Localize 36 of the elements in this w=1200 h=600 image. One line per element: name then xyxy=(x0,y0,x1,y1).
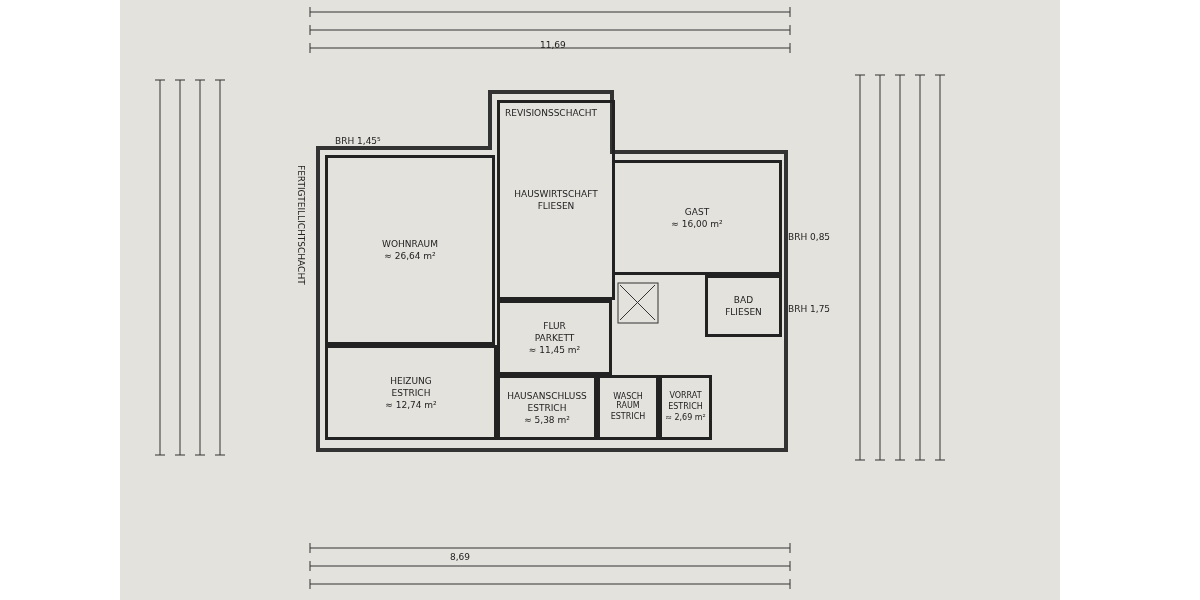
room-label: HAUSWIRTSCHAFT xyxy=(514,189,598,199)
room-label: BAD xyxy=(733,295,754,305)
room-outline xyxy=(325,155,495,345)
room-outline xyxy=(597,375,659,440)
room-label: VORRAT xyxy=(669,392,702,402)
room-label: ≈ 5,38 m² xyxy=(524,414,570,425)
room-label: ≈ 16,00 m² xyxy=(671,218,723,229)
room-label: FLUR xyxy=(543,320,566,331)
room-label: ESTRICH xyxy=(391,387,431,398)
shaft-label: REVISIONSSCHACHT xyxy=(505,108,597,118)
dimension-text: 8,69 xyxy=(450,552,471,562)
room-label: ≈ 26,64 m² xyxy=(384,251,436,261)
room-label: WASCH RAUM xyxy=(612,393,644,411)
window-label: BRH 1,45⁵ xyxy=(335,136,381,146)
room-outline xyxy=(497,100,615,300)
room-label: ESTRICH xyxy=(527,402,567,413)
shaft-label: FERTIGTEILLICHTSCHACHT xyxy=(296,165,306,285)
room-outline xyxy=(612,160,782,275)
room-label: HEIZUNG xyxy=(390,375,432,386)
room-label: ≈ 11,45 m² xyxy=(528,344,581,355)
room-outline xyxy=(497,375,597,440)
room-label: ESTRICH xyxy=(610,412,646,422)
room-label: FLIESEN xyxy=(537,201,575,211)
room-label: ≈ 2,69 m² xyxy=(665,413,706,423)
room-label: ESTRICH xyxy=(668,403,703,412)
room-outline xyxy=(659,375,712,440)
room-label: PARKETT xyxy=(534,332,575,343)
room-label: HAUSANSCHLUSS xyxy=(507,390,587,401)
room-outline xyxy=(325,345,497,440)
room-outline xyxy=(497,300,612,375)
room-label: GAST xyxy=(684,206,710,217)
room-outline xyxy=(705,275,782,337)
room-label: WOHNRAUM xyxy=(382,239,438,249)
room-label: FLIESEN xyxy=(725,307,762,317)
dimension-text: 11,69 xyxy=(540,40,566,50)
room-label: ≈ 12,74 m² xyxy=(385,399,437,410)
